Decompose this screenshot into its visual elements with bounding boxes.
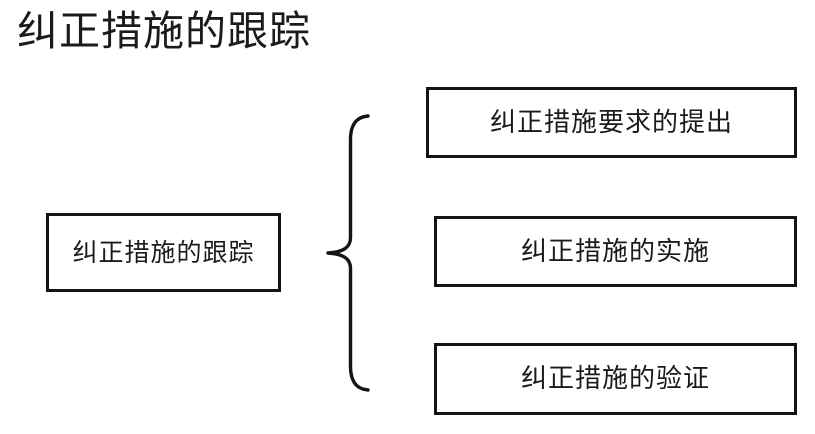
flow-box-step-3: 纠正措施的验证 — [434, 343, 797, 415]
flow-box-step-2: 纠正措施的实施 — [434, 216, 797, 287]
flow-box-source: 纠正措施的跟踪 — [46, 213, 281, 292]
flow-box-step-3-label: 纠正措施的验证 — [520, 364, 710, 394]
flow-box-step-2-label: 纠正措施的实施 — [520, 236, 710, 267]
curly-brace-shape — [326, 114, 370, 392]
flow-box-step-1: 纠正措施要求的提出 — [426, 87, 797, 158]
curly-brace-icon — [318, 112, 378, 394]
page-title: 纠正措施的跟踪 — [17, 7, 311, 55]
flow-box-step-1-label: 纠正措施要求的提出 — [489, 107, 733, 138]
flow-box-source-label: 纠正措施的跟踪 — [72, 238, 255, 267]
